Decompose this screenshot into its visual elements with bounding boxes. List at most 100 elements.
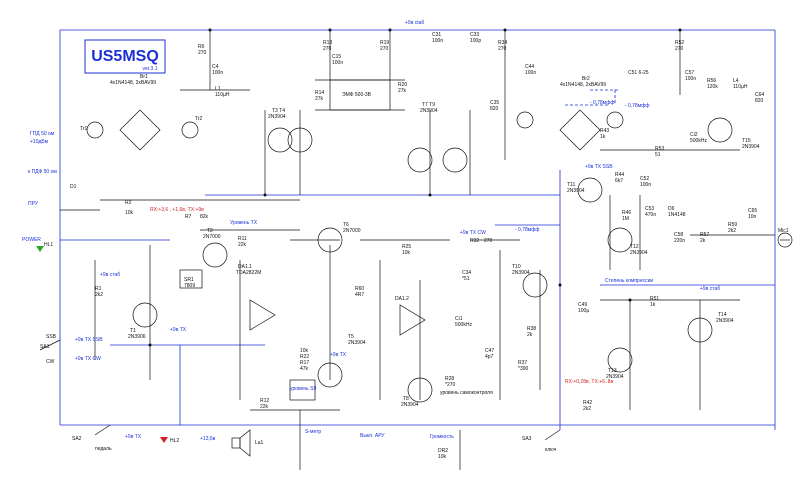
note-rx-tx: RX:+3,6 , +1,6в, TX:+9в — [150, 207, 204, 213]
component-label-t5: T5 — [348, 334, 354, 340]
component-label-c58: C58 — [674, 232, 683, 238]
component-label-t10: T10 — [512, 264, 521, 270]
component-label-r34v: 270 — [498, 46, 507, 52]
component-label-t6: T6 — [343, 222, 349, 228]
component-label-c52v: 100n — [640, 182, 651, 188]
component-label-t7t9: T7 T9 — [422, 102, 435, 108]
component-label-t10v: 2N3904 — [512, 270, 530, 276]
component-label-ci1v: 500kHz — [455, 322, 472, 328]
component-label-c51: C51 6-25 — [628, 70, 649, 76]
rail-label-tx-cw-mid: +9в TX CW — [460, 230, 486, 236]
bridges — [86, 109, 624, 151]
component-label-r42: R42 — [583, 400, 592, 406]
component-label-t2: T2 — [207, 228, 213, 234]
component-label-r56: R56 — [707, 78, 716, 84]
component-label-r38v: 2k — [527, 332, 533, 338]
note-078-2: - 0,78мфф — [515, 227, 539, 233]
component-label-da1: DA1.1 — [238, 264, 252, 270]
component-label-t13: T13 — [608, 368, 617, 374]
component-label-r38: R38 — [527, 326, 536, 332]
component-label-r14: R14 — [315, 90, 324, 96]
component-label-t1v: 2N3906 — [128, 334, 146, 340]
rail-labels: +9в сtаб +9в TX SSB +9в TX CW +9в стаб +… — [75, 20, 720, 442]
note-gpd-50: ГПД 50 ом — [30, 131, 55, 137]
junctions — [148, 28, 682, 347]
component-label-r1: R1 — [95, 286, 102, 292]
component-label-c33: C33 — [470, 32, 479, 38]
component-label-t14: T14 — [718, 312, 727, 318]
component-label-c35v: 820 — [490, 106, 499, 112]
annotations: RX:+3,6 , +1,6в, TX:+9в RX:+0,28в, TX:+6… — [22, 100, 653, 453]
component-label-r52v: 270 — [675, 46, 684, 52]
component-label-t8: T8 — [403, 396, 409, 402]
component-label-r46: R46 — [622, 210, 631, 216]
component-label-c31: C31 — [432, 32, 441, 38]
component-label-c15v: 100n — [332, 60, 343, 66]
component-label-sa3: SA3 — [522, 436, 532, 442]
component-label-r32: R32 — [470, 238, 479, 244]
component-label-r56v: 120k — [707, 84, 718, 90]
component-label-hl1: HL1 — [44, 242, 53, 248]
component-label-t11: T11 — [567, 182, 575, 188]
component-label-r2v: 10k — [125, 210, 134, 216]
note-power: POWER — [22, 237, 41, 243]
component-label-r6v: 270 — [198, 50, 207, 56]
note-078-3: - 0,78мфф — [590, 100, 614, 106]
transistors — [132, 117, 733, 403]
component-label-t2v: 2N7000 — [203, 234, 221, 240]
component-label-t14v: 2N3904 — [716, 318, 734, 324]
component-label-c33v: 100p — [470, 38, 481, 44]
component-label-r34: R34 — [498, 40, 507, 46]
component-label-r11: R11 — [238, 236, 247, 242]
component-label-d6v: 1N4148 — [668, 212, 686, 218]
note-pru: ПРУ — [28, 201, 39, 207]
component-label-c44: C44 — [525, 64, 534, 70]
component-label-r59v: 2k2 — [728, 228, 736, 234]
power-rails — [59, 29, 776, 430]
component-label-r18: R18 — [323, 40, 332, 46]
component-label-emf: ЭМФ 500-3В — [342, 92, 372, 98]
rail-label-stab-right: +9в стаб — [700, 286, 720, 292]
component-label-t3t4: T3 T4 — [272, 108, 285, 114]
title-box: US5MSQ ver.3.1 — [84, 39, 166, 74]
component-label-c47v: 4p7 — [485, 354, 494, 360]
component-label-r17: R17 — [300, 360, 309, 366]
component-label-tr2: Tr2 — [195, 116, 203, 122]
component-label-r60v: 4R7 — [355, 292, 364, 298]
rail-label-tx-ssb-right: +9в TX SSB — [585, 164, 613, 170]
component-label-cw: CW — [46, 359, 55, 365]
component-label-r43v: 1k — [600, 134, 606, 140]
component-label-r59: R59 — [728, 222, 737, 228]
component-label-ci1: Ci1 — [455, 316, 463, 322]
component-label-r6: R6 — [198, 44, 205, 50]
component-label-br1v: 4x1N4148, 2xBAV99 — [110, 80, 156, 86]
component-label-sa1: SA1 — [40, 344, 50, 350]
component-label-la1: La1 — [255, 440, 264, 446]
component-label-r32v: 270 — [484, 238, 493, 244]
component-label-c31v: 100n — [432, 38, 443, 44]
component-label-t1: T1 — [130, 328, 136, 334]
component-label-c53: C53 — [645, 206, 654, 212]
note-078-1: - 0,78мфф — [625, 103, 649, 109]
component-label-br2v: 4x1N4148, 2xBAV99 — [560, 82, 606, 88]
rail-label-tx: +9в TX — [170, 327, 187, 333]
component-label-r42v: 2k2 — [583, 406, 591, 412]
component-label-r11v: 22k — [238, 242, 247, 248]
component-label-r22v: 10k — [300, 348, 309, 354]
component-label-r22: R22 — [300, 354, 309, 360]
component-label-c49: C49 — [578, 302, 587, 308]
rail-label-13-6: +13,6в — [200, 436, 216, 442]
component-label-r19v: 270 — [380, 46, 389, 52]
component-label-c53v: 470n — [645, 212, 656, 218]
component-label-ci2: Ci2 — [690, 132, 698, 138]
rail-label-tx-bottom: +9в TX — [125, 434, 142, 440]
note-compress: Степень компрессии — [605, 278, 653, 284]
component-label-r1v: 2k2 — [95, 292, 103, 298]
rail-label-top: +9в сtаб — [405, 20, 424, 26]
component-label-ssb: SSB — [46, 334, 57, 340]
note-pdv: к ПДФ 50 ом — [28, 169, 57, 175]
component-label-t3t4v: 2N3904 — [268, 114, 286, 120]
component-label-t15: T15 — [742, 138, 751, 144]
